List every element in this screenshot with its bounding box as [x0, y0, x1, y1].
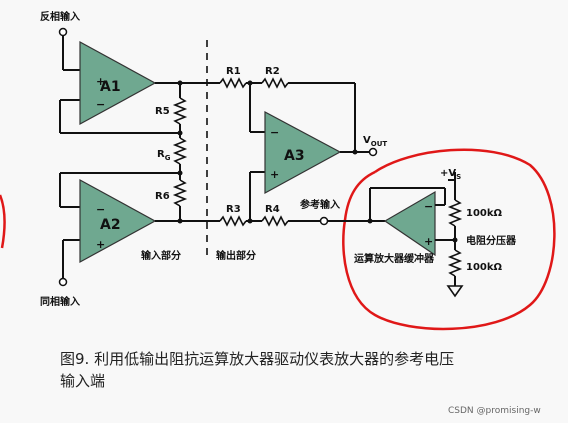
resistor-r6 [172, 179, 188, 207]
divider-bottom-value: 100kΩ [466, 262, 503, 273]
ref-input-label: 参考输入 [300, 198, 340, 211]
a2-label: A2 [100, 217, 121, 233]
divider-top-value: 100kΩ [466, 208, 503, 219]
resistor-r1 [219, 77, 247, 89]
vs-label: +VS [440, 168, 461, 181]
input-section-label: 输入部分 [141, 249, 181, 262]
svg-text:+: + [96, 238, 105, 251]
opamp-buffer [383, 190, 436, 257]
a1-label: A1 [100, 79, 121, 95]
svg-text:−: − [96, 203, 105, 216]
a3-label: A3 [284, 148, 305, 164]
vout-label: VOUT [363, 135, 387, 148]
divider-resistor-top [447, 199, 463, 227]
output-section-label: 输出部分 [216, 249, 256, 262]
r1-label: R1 [226, 66, 241, 77]
svg-text:+: + [270, 168, 279, 181]
r2-label: R2 [265, 66, 280, 77]
resistor-r4 [261, 215, 289, 227]
resistor-rg [172, 137, 188, 165]
ref-input-terminal [319, 216, 329, 226]
opamp-a3 [264, 111, 342, 195]
caption-line-1: 图9. 利用低输出阻抗运算放大器驱动仪表放大器的参考电压 [60, 350, 455, 368]
inv-input-label: 反相输入 [40, 10, 80, 23]
noninv-input-label: 同相输入 [40, 295, 80, 308]
svg-text:−: − [96, 98, 105, 111]
caption-line-2: 输入端 [60, 372, 106, 390]
resistor-r2 [261, 77, 289, 89]
rg-label: RG [157, 149, 171, 162]
noninv-input-terminal [58, 277, 68, 287]
ground-icon [446, 285, 464, 298]
r5-label: R5 [155, 106, 170, 117]
inv-input-terminal [58, 27, 68, 37]
resistor-r3 [219, 215, 247, 227]
vout-terminal [368, 147, 378, 157]
svg-text:+: + [96, 75, 105, 88]
red-annotation-circle [342, 148, 556, 331]
svg-text:+: + [424, 235, 433, 248]
opamp-a2 [79, 178, 157, 264]
r3-label: R3 [226, 204, 241, 215]
r4-label: R4 [265, 204, 280, 215]
svg-text:−: − [270, 126, 279, 139]
opamp-a1 [79, 40, 157, 126]
resistor-r5 [172, 97, 188, 125]
red-annotation-left-fragment [0, 194, 6, 249]
buffer-label: 运算放大器缓冲器 [354, 252, 435, 265]
divider-label: 电阻分压器 [466, 234, 517, 247]
divider-resistor-bottom [447, 249, 463, 277]
figure-caption: 图9. 利用低输出阻抗运算放大器驱动仪表放大器的参考电压 输入端 [60, 348, 540, 392]
watermark: CSDN @promising-w [448, 406, 541, 416]
r6-label: R6 [155, 191, 170, 202]
svg-text:−: − [424, 200, 433, 213]
